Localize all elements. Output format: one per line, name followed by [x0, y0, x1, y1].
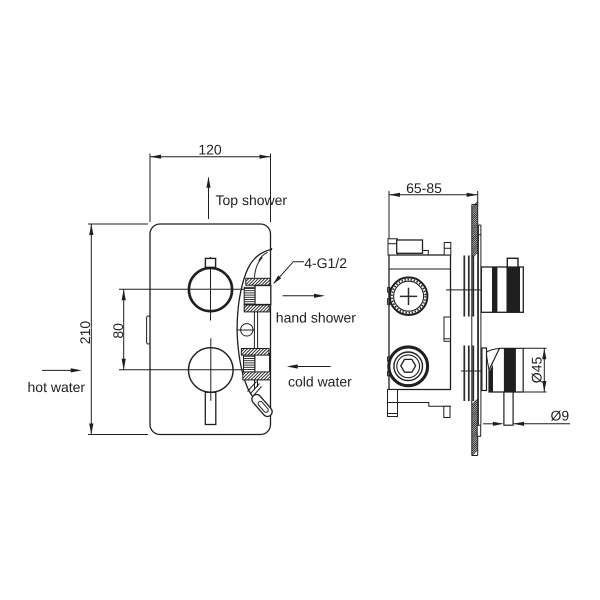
- svg-text:65-85: 65-85: [406, 180, 442, 196]
- svg-text:120: 120: [198, 142, 222, 158]
- svg-text:80: 80: [110, 323, 126, 339]
- svg-text:Top shower: Top shower: [216, 192, 288, 208]
- svg-text:hand shower: hand shower: [276, 310, 357, 326]
- svg-text:Ø9: Ø9: [551, 408, 570, 424]
- svg-text:210: 210: [77, 321, 93, 345]
- svg-text:4-G1/2: 4-G1/2: [304, 255, 347, 271]
- svg-text:hot water: hot water: [28, 379, 86, 395]
- svg-text:cold water: cold water: [288, 374, 352, 390]
- svg-text:Ø45: Ø45: [528, 357, 544, 384]
